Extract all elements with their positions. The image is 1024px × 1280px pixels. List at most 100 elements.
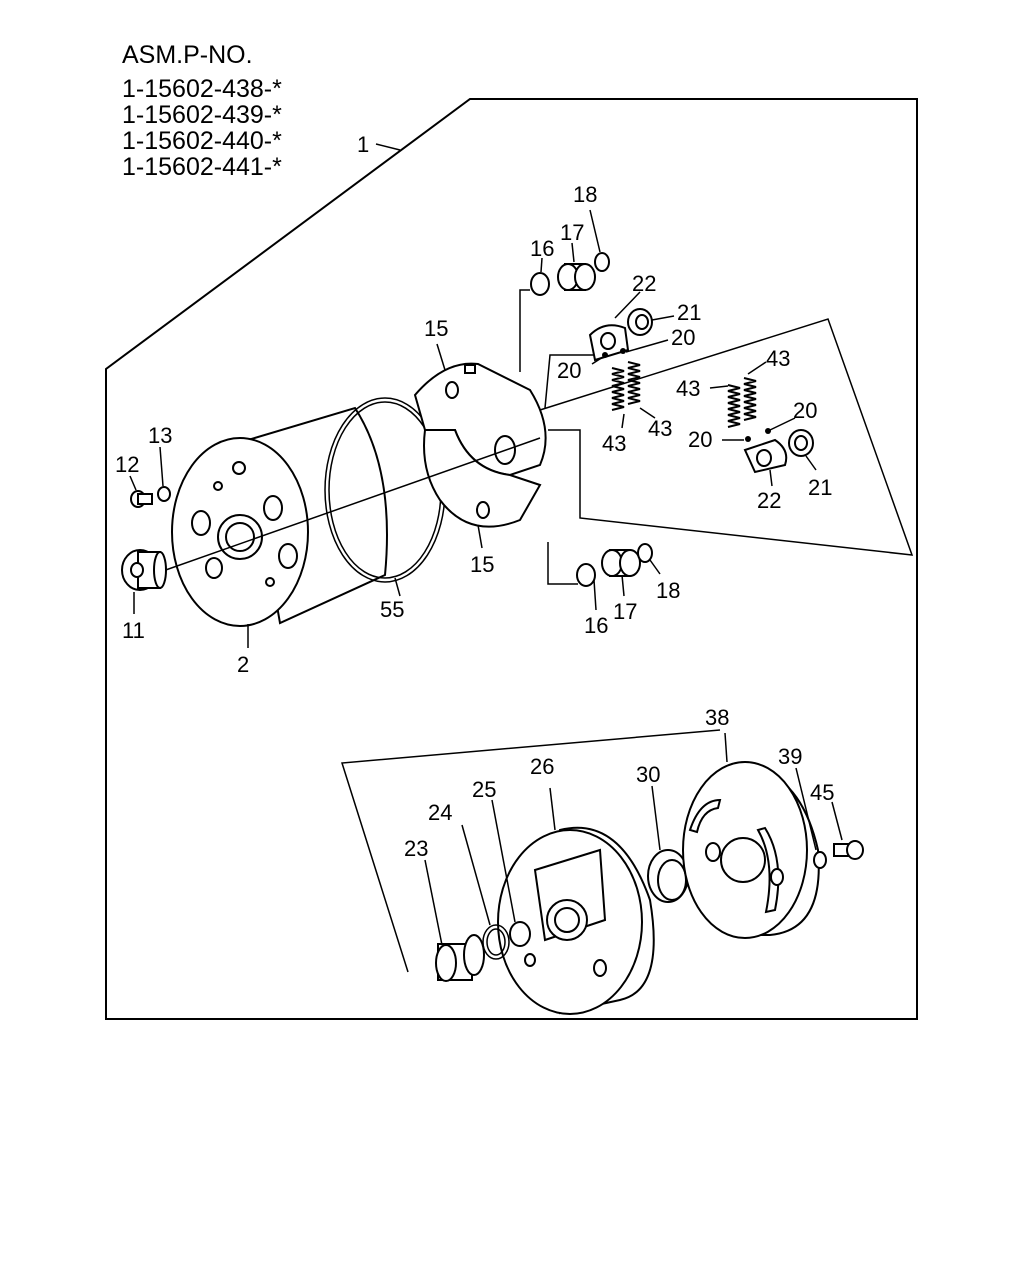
callout-11: 11: [122, 618, 145, 643]
center-axis: [159, 437, 541, 573]
callout-21-left: 21: [677, 300, 701, 325]
leader-22-right: [769, 469, 773, 487]
callout-21-right: 21: [808, 475, 832, 500]
ball-20-left-b: [620, 348, 626, 354]
callout-1: 1: [357, 132, 369, 157]
sleeve-17-top: [557, 263, 596, 291]
callout-16-top: 16: [530, 236, 554, 261]
callout-17-top: 17: [560, 220, 584, 245]
o-ring-24-inner: [486, 928, 506, 956]
cam-ring-15: [413, 362, 547, 528]
rotor-subframe: [341, 729, 721, 973]
callout-39: 39: [778, 744, 802, 769]
leader-30: [651, 785, 661, 851]
leader-18-bottom: [649, 559, 661, 575]
valve-body-22-right: [743, 438, 788, 474]
leader-16-top: [540, 257, 543, 273]
ball-20-left-a: [602, 352, 608, 358]
valve-body-22-left: [588, 324, 630, 362]
leader-18-top: [589, 209, 601, 253]
valve-16-bottom: [576, 563, 596, 587]
leader-17-top: [571, 242, 575, 263]
leader-20-left-b: [591, 356, 604, 365]
callout-22-left: 22: [632, 271, 656, 296]
callout-22-right: 22: [757, 488, 781, 513]
callout-2: 2: [237, 652, 249, 677]
ball-20-right-b: [765, 428, 771, 434]
pump-housing: [171, 406, 388, 627]
callout-30: 30: [636, 762, 660, 787]
bolt-45: [833, 840, 864, 860]
callout-20-left-b: 20: [557, 358, 581, 383]
callout-20-left-a: 20: [671, 325, 695, 350]
callout-18-top: 18: [573, 182, 597, 207]
leader-43-right-a: [709, 385, 729, 389]
callout-18-bottom: 18: [656, 578, 680, 603]
leader-13: [159, 446, 164, 487]
callout-15-top: 15: [424, 316, 448, 341]
callout-24: 24: [428, 800, 452, 825]
leader-valve-mid: [544, 354, 600, 409]
leader-43-left-b: [639, 407, 656, 419]
leader-23: [424, 859, 443, 946]
leader-26: [549, 787, 556, 831]
spring-43-right-b: [743, 377, 757, 421]
callout-43-right-a: 43: [676, 376, 700, 401]
end-cover-38: [682, 761, 820, 939]
leader-21-left: [651, 315, 675, 321]
rotor-housing-26: [497, 826, 655, 1015]
leader-38: [724, 732, 728, 763]
leader-55: [394, 577, 401, 597]
leader-45: [831, 801, 843, 841]
callout-17-bottom: 17: [613, 599, 637, 624]
leader-43-right-b: [747, 361, 767, 375]
leader-15-bottom: [477, 524, 483, 549]
leader-20-left-a: [625, 339, 669, 353]
leader-17-bottom: [621, 574, 625, 597]
plug-11: [121, 549, 167, 591]
washer-39: [813, 851, 827, 869]
leader-20-right-a: [769, 417, 796, 431]
seal-ring-30: [647, 849, 689, 903]
leader-16-bottom: [593, 579, 597, 611]
seal-18-bottom: [637, 543, 653, 563]
callout-26: 26: [530, 754, 554, 779]
callout-20-right-b: 20: [688, 427, 712, 452]
callout-38: 38: [705, 705, 729, 730]
cap-21-left: [627, 308, 653, 336]
part-number-2: 1-15602-439-*: [122, 101, 282, 129]
callout-45: 45: [810, 780, 834, 805]
leader-22-left: [614, 291, 641, 319]
callout-25: 25: [472, 777, 496, 802]
callout-13: 13: [148, 423, 172, 448]
leader-39: [795, 767, 817, 851]
part-number-3: 1-15602-440-*: [122, 127, 282, 155]
sleeve-17-bottom: [601, 549, 641, 577]
leader-24: [461, 824, 491, 926]
leader-15-top: [436, 343, 446, 371]
callout-15-bottom: 15: [470, 552, 494, 577]
leader-1: [375, 143, 401, 151]
spring-43-left-a: [611, 367, 625, 411]
callout-20-right-a: 20: [793, 398, 817, 423]
part-number-4: 1-15602-441-*: [122, 153, 282, 181]
washer-13: [157, 486, 171, 502]
callout-43-right-b: 43: [766, 346, 790, 371]
plug-23: [435, 934, 485, 982]
ball-20-right-a: [745, 436, 751, 442]
callout-12: 12: [115, 452, 139, 477]
callout-16-bottom: 16: [584, 613, 608, 638]
o-ring-24: [482, 924, 510, 960]
leader-valve-top: [519, 289, 530, 372]
valve-16-top: [530, 272, 550, 296]
spring-43-left-b: [627, 361, 641, 405]
screw-12: [130, 490, 153, 508]
seal-25: [509, 921, 531, 947]
callout-43-left-a: 43: [602, 431, 626, 456]
valve-subframe: [539, 318, 914, 556]
callout-23: 23: [404, 836, 428, 861]
callout-43-left-b: 43: [648, 416, 672, 441]
spring-43-right-a: [727, 384, 741, 428]
callout-55: 55: [380, 597, 404, 622]
